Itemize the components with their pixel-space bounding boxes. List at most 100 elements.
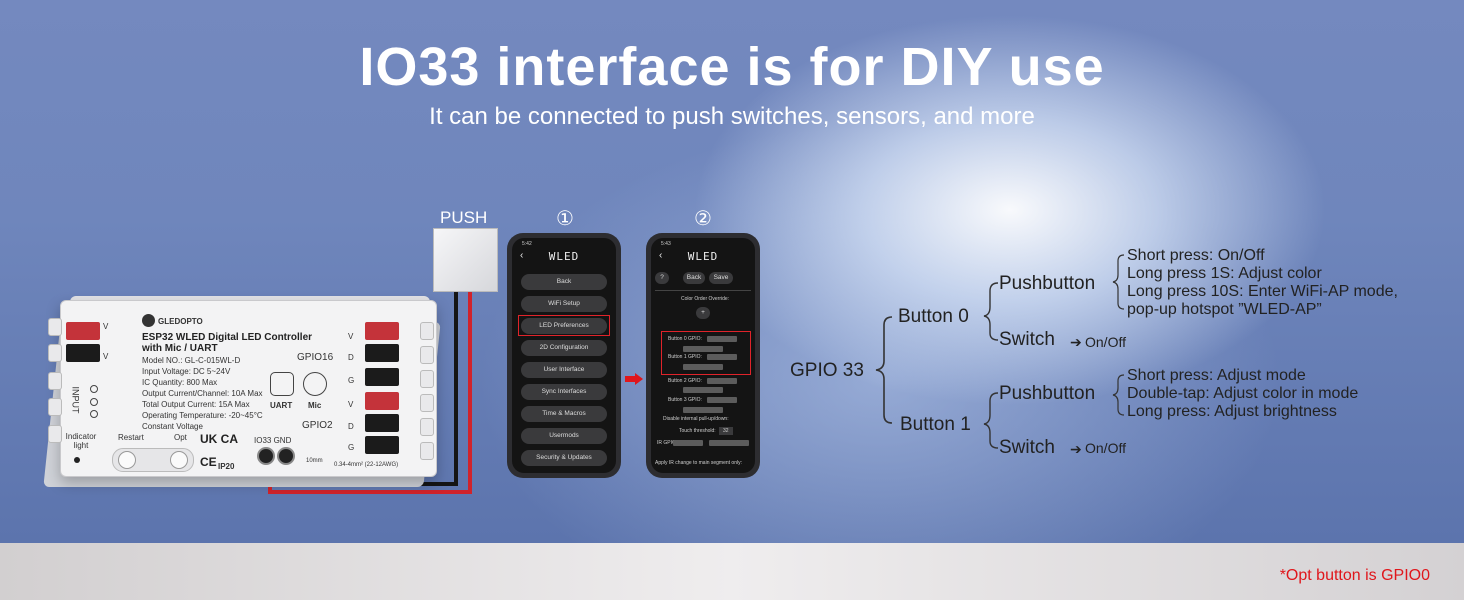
button1-gpio-label: Button 1 GPIO:: [668, 354, 702, 360]
ir-gpio-select[interactable]: [673, 440, 703, 446]
spec-line: Model NO.: GL-C-015WL-D: [142, 356, 241, 365]
input-terminal-red: [66, 322, 100, 340]
status-time: 5:42: [522, 241, 532, 247]
arrow-icon: ➔: [1070, 334, 1082, 350]
button0-option: Short press: On/Off: [1127, 247, 1265, 264]
ce-mark: CE: [200, 455, 217, 469]
add-button[interactable]: +: [696, 307, 710, 319]
button3-gpio-label: Button 3 GPIO:: [668, 397, 702, 403]
button1-option: Long press: Adjust brightness: [1127, 403, 1337, 420]
menu-time-macros[interactable]: Time & Macros: [521, 406, 607, 422]
divider: [655, 290, 751, 291]
push-switch: [433, 228, 498, 292]
help-button[interactable]: ?: [655, 272, 669, 284]
push-label: PUSH: [440, 208, 488, 227]
touch-threshold-input[interactable]: 32: [719, 427, 733, 435]
button1-gpio-select[interactable]: [707, 354, 737, 360]
ir-type-select[interactable]: [709, 440, 749, 446]
product-name-line2: with Mic / UART: [142, 343, 218, 354]
plus-symbol: [90, 385, 98, 393]
highlight-box: [661, 331, 751, 375]
button1-option: Short press: Adjust mode: [1127, 367, 1306, 384]
back-chevron-icon[interactable]: ‹: [659, 250, 663, 261]
mount-tab: [48, 425, 62, 443]
disable-pullup-label: Disable internal pull-up/down:: [663, 416, 729, 422]
pin-label: D: [348, 422, 354, 431]
pin-label: G: [348, 376, 355, 385]
dot-symbol: [90, 398, 98, 406]
mount-tab: [420, 418, 434, 436]
output-terminal: [365, 414, 399, 432]
restart-button[interactable]: [118, 451, 136, 469]
save-button[interactable]: Save: [709, 272, 733, 284]
diagram-braces: [875, 254, 1125, 449]
mount-tab: [420, 370, 434, 388]
back-button[interactable]: Back: [683, 272, 705, 284]
phone-1-screen: 5:42 ‹ WLED Back WiFi Setup LED Preferen…: [512, 238, 616, 473]
back-chevron-icon[interactable]: ‹: [520, 250, 524, 261]
touch-threshold-label: Touch threshold:: [679, 428, 716, 434]
menu-sync-interfaces[interactable]: Sync Interfaces: [521, 384, 607, 400]
menu-2d-configuration[interactable]: 2D Configuration: [521, 340, 607, 356]
button3-type-select[interactable]: [683, 407, 723, 413]
pin-label: G: [348, 443, 355, 452]
button0-pushbutton-label: Pushbutton: [999, 273, 1096, 294]
menu-wifi-setup[interactable]: WiFi Setup: [521, 296, 607, 312]
menu-user-interface[interactable]: User Interface: [521, 362, 607, 378]
footnote: *Opt button is GPIO0: [1279, 567, 1430, 584]
menu-security-updates[interactable]: Security & Updates: [521, 450, 607, 466]
wire-spec: 0.34-4mm² (22-12AWG): [334, 462, 399, 468]
minus-symbol: [90, 410, 98, 418]
output-terminal: [365, 392, 399, 410]
pin-label: V: [348, 332, 354, 341]
io33-gnd-label: IO33 GND: [254, 436, 292, 445]
status-time: 5:43: [661, 241, 671, 247]
opt-button[interactable]: [170, 451, 188, 469]
mic-icon: [303, 372, 327, 396]
button2-gpio-label: Button 2 GPIO:: [668, 378, 702, 384]
wled-logo: WLED: [548, 250, 580, 263]
gpio16-label: GPIO16: [297, 352, 334, 363]
input-pin-label: V: [103, 352, 109, 361]
phone-2-screen: 5:43 ‹ WLED ? Back Save Color Order Over…: [651, 238, 755, 473]
button3-gpio-select[interactable]: [707, 397, 737, 403]
menu-led-preferences[interactable]: LED Preferences: [521, 318, 607, 334]
io33-terminal: [257, 447, 275, 465]
indicator-label: Indicator light: [65, 432, 97, 450]
button0-gpio-select[interactable]: [707, 336, 737, 342]
gnd-terminal: [277, 447, 295, 465]
spec-line: Output Current/Channel: 10A Max: [142, 389, 263, 398]
output-terminal: [365, 322, 399, 340]
button0-label: Button 0: [898, 306, 969, 327]
button2-type-select[interactable]: [683, 387, 723, 393]
footer-bar: [0, 543, 1464, 600]
mount-tab: [48, 318, 62, 336]
arrow-icon: ➔: [1070, 441, 1082, 457]
restart-label: Restart: [118, 433, 144, 442]
button0-option: Long press 10S: Enter WiFi-AP mode,: [1127, 283, 1398, 300]
color-order-override-label: Color Order Override:: [681, 296, 730, 302]
menu-usermods[interactable]: Usermods: [521, 428, 607, 444]
spec-line: Total Output Current: 15A Max: [142, 400, 250, 409]
mount-tab: [420, 322, 434, 340]
button0-option: pop-up hotspot ”WLED-AP”: [1127, 301, 1322, 318]
button1-switch-label: Switch: [999, 437, 1055, 458]
strip-length: 10mm: [306, 458, 323, 464]
button1-type-select[interactable]: [683, 364, 723, 370]
phone-2: 5:43 ‹ WLED ? Back Save Color Order Over…: [646, 233, 760, 478]
input-pin-label: V: [103, 322, 109, 331]
wled-logo: WLED: [687, 250, 719, 263]
menu-back[interactable]: Back: [521, 274, 607, 290]
button0-type-select[interactable]: [683, 346, 723, 352]
step-2-marker: ②: [694, 208, 712, 230]
button0-switch-label: Switch: [999, 329, 1055, 350]
button0-switch-result: On/Off: [1085, 334, 1126, 350]
mount-tab: [420, 442, 434, 460]
highlight-box: [518, 315, 610, 336]
button1-switch-result: On/Off: [1085, 440, 1126, 456]
button2-gpio-select[interactable]: [707, 378, 737, 384]
ir-gpio-label: IR GPIO:: [657, 440, 678, 446]
pin-label: D: [348, 353, 354, 362]
phone-1: 5:42 ‹ WLED Back WiFi Setup LED Preferen…: [507, 233, 621, 478]
step-1-marker: ①: [556, 208, 574, 230]
